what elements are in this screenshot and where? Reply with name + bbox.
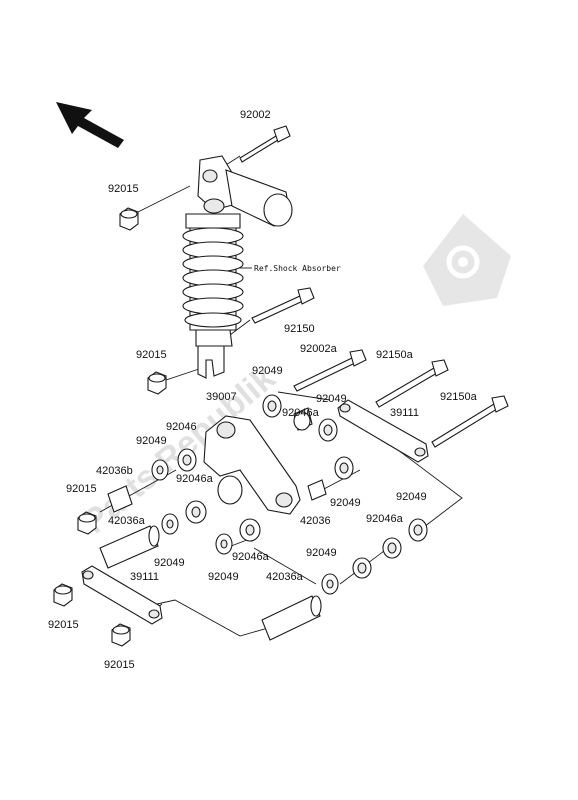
collar-42036a-b (261, 595, 322, 641)
label-92049-f: 92049 (208, 571, 239, 583)
nut-92015-mid (147, 371, 167, 395)
label-92015-bottom: 92015 (104, 659, 135, 671)
label-39007: 39007 (206, 391, 237, 403)
label-92046: 92046 (166, 421, 197, 433)
bolt-92150a-right (431, 395, 509, 448)
reference-note: Ref.Shock Absorber (254, 264, 341, 273)
nut-92015-top (119, 207, 139, 231)
shock-absorber (182, 155, 293, 379)
label-92049-g: 92049 (396, 491, 427, 503)
bolt-92150a-top (375, 359, 449, 408)
collar-42036b (107, 485, 133, 513)
label-92046a-c: 92046a (232, 551, 270, 563)
washer-92049-h (321, 573, 339, 595)
label-92002a: 92002a (300, 343, 338, 355)
tie-rod-39111-left (81, 565, 163, 625)
label-92150a-right: 92150a (440, 391, 478, 403)
nut-92015-bottom (111, 623, 131, 647)
label-92015-left: 92015 (66, 483, 97, 495)
label-92150a-top: 92150a (376, 349, 414, 361)
label-92150: 92150 (284, 323, 315, 335)
label-92015-mid: 92015 (136, 349, 167, 361)
collar-92046 (177, 448, 197, 472)
label-92002: 92002 (240, 109, 271, 121)
collar-92046a-b (185, 500, 207, 524)
spring-coils (182, 227, 244, 328)
label-92049-a: 92049 (252, 365, 283, 377)
part-labels: 92002 92015 92150 92015 92002a 92049 921… (48, 109, 478, 671)
label-92049-c: 92049 (136, 435, 167, 447)
collar-92046a-a (293, 407, 313, 431)
label-92046a-a: 92046a (282, 407, 320, 419)
label-92046a-b: 92046a (176, 473, 214, 485)
bolt-92002a (293, 349, 367, 392)
label-42036b: 42036b (96, 465, 133, 477)
tie-rod-39111-right (337, 399, 429, 463)
label-42036a-a: 42036a (108, 515, 146, 527)
nut-92015-left (77, 511, 97, 535)
label-92015-top: 92015 (108, 183, 139, 195)
collar-92046a-c (239, 518, 261, 542)
arrow-up-left-icon (56, 102, 124, 148)
bolt-92002 (239, 125, 291, 163)
washer-92049-b (318, 418, 338, 442)
label-42036a-b: 42036a (266, 571, 304, 583)
collar-42036 (307, 479, 327, 501)
washer-92049-g (408, 518, 428, 542)
nut-92015-bottom-left (53, 583, 73, 607)
label-39111-left: 39111 (130, 571, 159, 583)
label-42036: 42036 (300, 515, 331, 527)
label-92049-e: 92049 (330, 497, 361, 509)
gear-icon (423, 214, 511, 306)
collar-42036a-a (99, 525, 160, 569)
washer-92049-a (262, 394, 282, 418)
collar-92046a-e (352, 557, 372, 579)
label-92049-d: 92049 (154, 557, 185, 569)
rocker-arm-39007 (203, 415, 301, 515)
label-92046a-d: 92046a (366, 513, 404, 525)
collar-92046a-d (382, 537, 402, 559)
label-92049-h: 92049 (306, 547, 337, 559)
label-92015-bottom-left: 92015 (48, 619, 79, 631)
bolt-92150 (251, 287, 315, 324)
washer-92049-c (151, 459, 169, 481)
washer-92049-f (215, 533, 233, 555)
washer-92049-d (161, 513, 179, 535)
label-92049-b: 92049 (316, 393, 347, 405)
washer-92049-e (334, 456, 354, 480)
label-39111-right: 39111 (390, 407, 419, 419)
